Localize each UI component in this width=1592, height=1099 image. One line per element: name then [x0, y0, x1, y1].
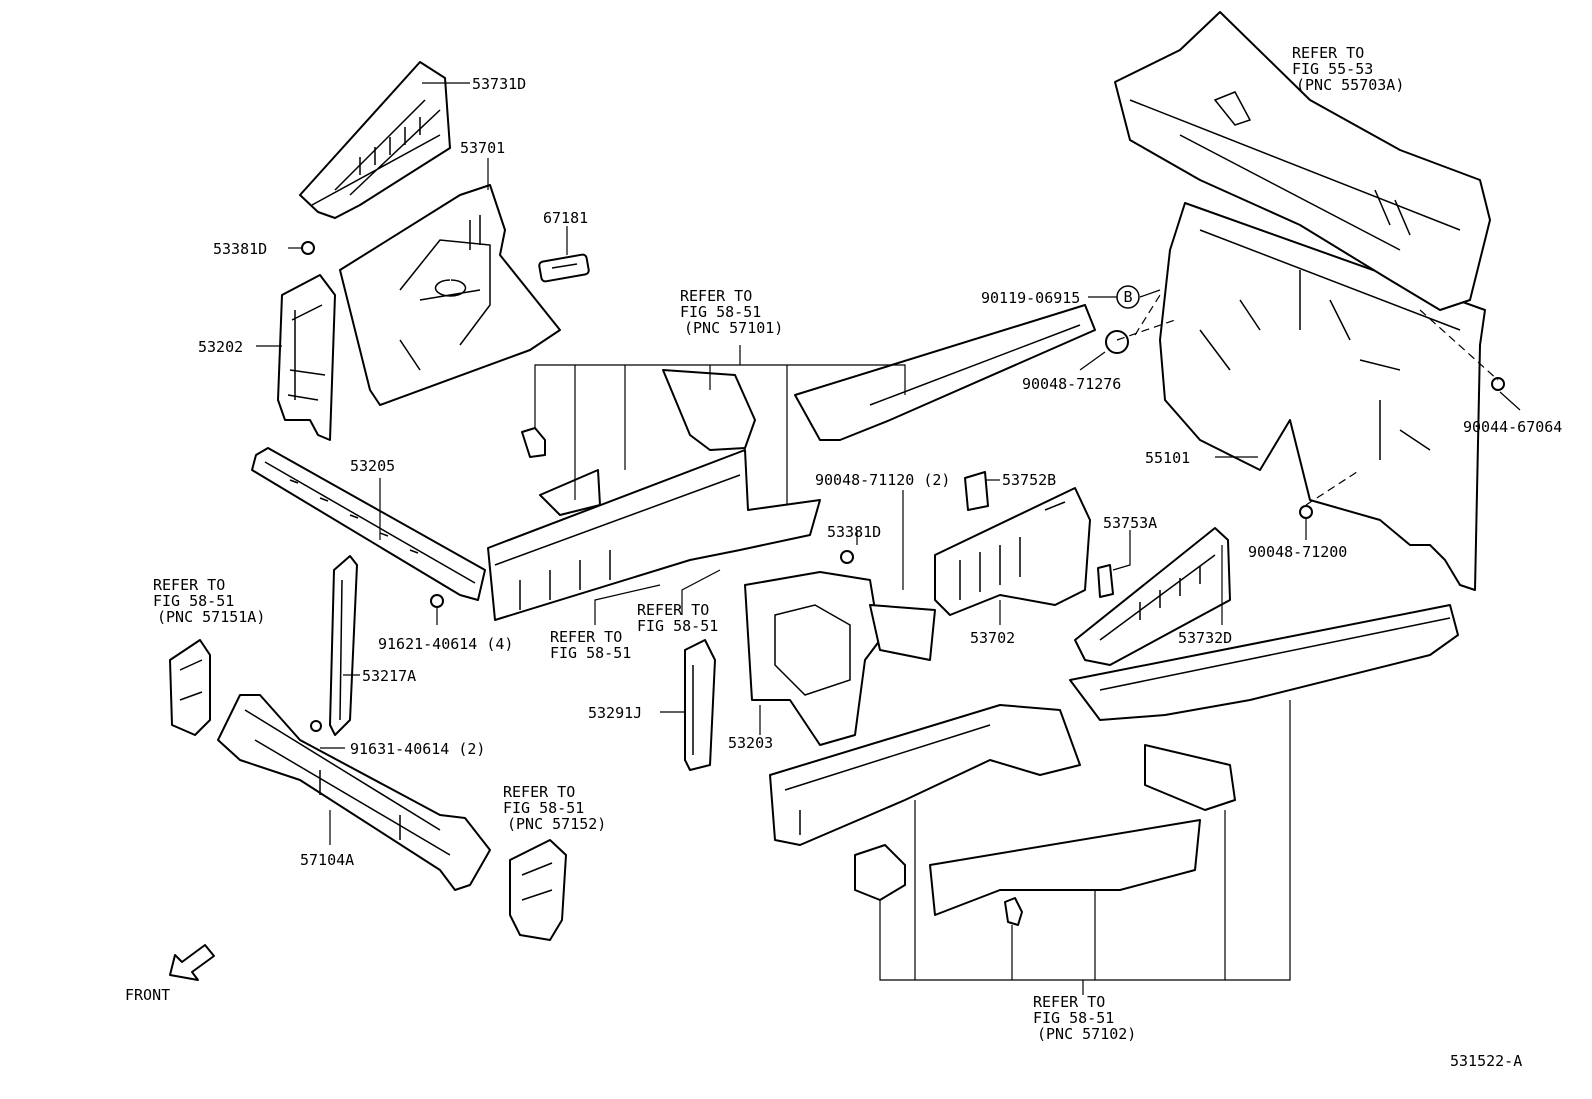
label-53752b: 53752B — [1002, 471, 1056, 489]
part-55703a-cowl-drawing — [1114, 11, 1491, 311]
svg-text:(PNC 55703A): (PNC 55703A) — [1296, 76, 1404, 94]
front-arrow: FRONT — [125, 944, 215, 1004]
part-labels: 53731D 53701 67181 53381D 53202 53205 91… — [198, 75, 1562, 1070]
part-53205-drawing — [251, 447, 486, 601]
svg-text:(PNC 57152): (PNC 57152) — [507, 815, 606, 833]
label-91621: 91621-40614 (4) — [378, 635, 513, 653]
label-53381d-a: 53381D — [213, 240, 267, 258]
svg-text:REFER TO: REFER TO — [550, 628, 622, 646]
part-57104a-drawing — [217, 694, 491, 891]
part-53203-drawing — [744, 571, 936, 746]
svg-text:REFER TO: REFER TO — [637, 601, 709, 619]
svg-text:FIG 58-51: FIG 58-51 — [680, 303, 761, 321]
label-53291j: 53291J — [588, 704, 642, 722]
part-53753a-drawing — [1097, 564, 1114, 598]
label-53202: 53202 — [198, 338, 243, 356]
label-53381d-b: 53381D — [827, 523, 881, 541]
callout-b: B — [1116, 285, 1140, 309]
part-53701-drawing — [339, 184, 561, 406]
part-53291j-drawing — [684, 639, 716, 771]
label-53731d: 53731D — [472, 75, 526, 93]
fastener-drawings — [310, 330, 1505, 732]
label-53217a: 53217A — [362, 667, 416, 685]
label-67181: 67181 — [543, 209, 588, 227]
part-53202-drawing — [277, 274, 336, 441]
label-53203: 53203 — [728, 734, 773, 752]
svg-text:REFER TO: REFER TO — [680, 287, 752, 305]
label-55101: 55101 — [1145, 449, 1190, 467]
part-57152-bracket-drawing — [509, 839, 567, 941]
svg-text:REFER TO: REFER TO — [153, 576, 225, 594]
label-90048-71276: 90048-71276 — [1022, 375, 1121, 393]
part-57102-drawing — [769, 604, 1459, 926]
refer-note-58-51-a: REFER TO FIG 58-51 — [550, 628, 631, 662]
svg-text:REFER TO: REFER TO — [503, 783, 575, 801]
refer-note-58-51-b: REFER TO FIG 58-51 — [637, 601, 718, 635]
fastener-53381d-a-drawing — [301, 241, 315, 255]
part-53217a-drawing — [329, 555, 358, 736]
svg-text:FIG 58-51: FIG 58-51 — [637, 617, 718, 635]
svg-text:(PNC 57101): (PNC 57101) — [684, 319, 783, 337]
leader-lines — [256, 82, 1521, 995]
svg-text:FIG 58-51: FIG 58-51 — [550, 644, 631, 662]
label-53732d: 53732D — [1178, 629, 1232, 647]
refer-note-57152: REFER TO FIG 58-51 (PNC 57152) — [503, 783, 606, 833]
callout-b-letter: B — [1123, 288, 1132, 306]
refer-note-55703a: REFER TO FIG 55-53 (PNC 55703A) — [1292, 44, 1404, 94]
dashed-alignment-lines — [1116, 294, 1499, 506]
svg-text:FIG 58-51: FIG 58-51 — [1033, 1009, 1114, 1027]
label-53753a: 53753A — [1103, 514, 1157, 532]
part-57151a-bracket-drawing — [169, 639, 211, 736]
label-53702: 53702 — [970, 629, 1015, 647]
label-53701: 53701 — [460, 139, 505, 157]
part-55101-drawing — [1159, 202, 1486, 591]
svg-text:FIG 58-51: FIG 58-51 — [153, 592, 234, 610]
part-53731d-drawing — [299, 61, 451, 219]
part-67181-drawing — [538, 253, 590, 283]
label-53205: 53205 — [350, 457, 395, 475]
label-57104a: 57104A — [300, 851, 354, 869]
svg-text:REFER TO: REFER TO — [1292, 44, 1364, 62]
refer-note-57151a: REFER TO FIG 58-51 (PNC 57151A) — [153, 576, 265, 626]
refer-note-57101: REFER TO FIG 58-51 (PNC 57101) — [680, 287, 783, 337]
svg-text:(PNC 57151A): (PNC 57151A) — [157, 608, 265, 626]
diagram-id: 531522-A — [1450, 1052, 1522, 1070]
label-91631: 91631-40614 (2) — [350, 740, 485, 758]
part-53752b-drawing — [964, 471, 989, 511]
svg-text:(PNC 57102): (PNC 57102) — [1037, 1025, 1136, 1043]
label-90048-71200: 90048-71200 — [1248, 543, 1347, 561]
label-90044: 90044-67064 — [1463, 418, 1562, 436]
front-label: FRONT — [125, 986, 170, 1004]
label-90119: 90119-06915 — [981, 289, 1080, 307]
svg-text:FIG 58-51: FIG 58-51 — [503, 799, 584, 817]
part-53702-drawing — [934, 487, 1091, 616]
svg-text:FIG 55-53: FIG 55-53 — [1292, 60, 1373, 78]
svg-text:REFER TO: REFER TO — [1033, 993, 1105, 1011]
part-53732d-drawing — [1074, 527, 1231, 666]
refer-note-57102: REFER TO FIG 58-51 (PNC 57102) — [1033, 993, 1136, 1043]
label-90048-71120: 90048-71120 (2) — [815, 471, 950, 489]
